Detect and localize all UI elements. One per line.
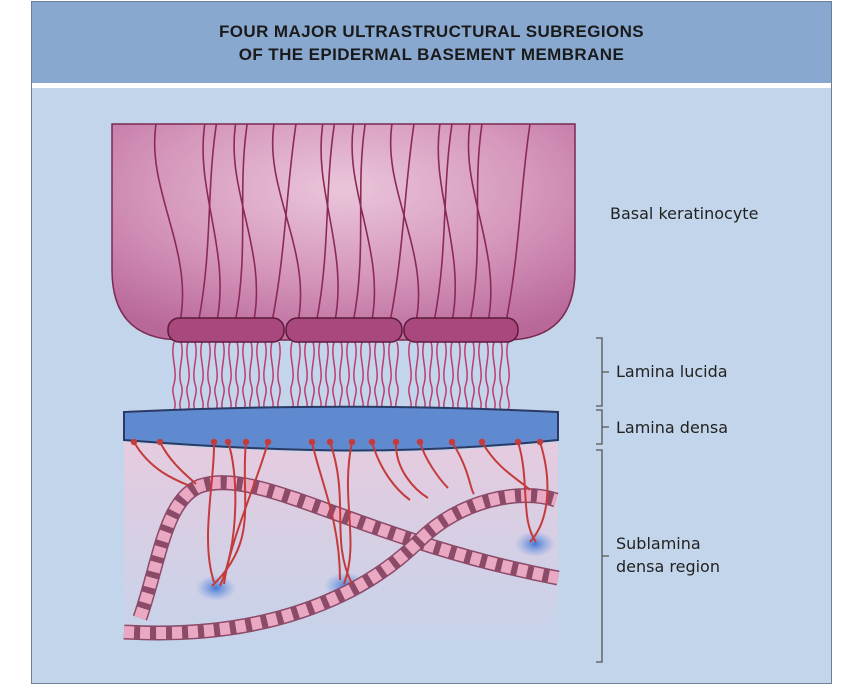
anchoring-filament [429, 341, 433, 411]
anchoring-filament [290, 341, 294, 411]
keratin-filament [505, 123, 531, 323]
title-line-2: OF THE EPIDERMAL BASEMENT MEMBRANE [238, 44, 625, 64]
anchoring-fibrils [133, 441, 549, 587]
anchoring-filament [270, 341, 274, 411]
anchoring-filament [367, 341, 371, 411]
anchoring-filament [214, 341, 218, 411]
anchoring-filament [318, 341, 322, 411]
keratin-filament [271, 123, 297, 323]
keratin-filament [271, 123, 302, 323]
keratin-filament [197, 123, 218, 323]
collagen-fibers [123, 475, 560, 641]
keratin-filament [437, 123, 456, 323]
title-banner: FOUR MAJOR ULTRASTRUCTURAL SUBREGIONS OF… [32, 2, 831, 88]
anchoring-filament [221, 341, 225, 411]
keratin-filament [389, 123, 420, 323]
anchoring-filament [179, 341, 183, 411]
anchoring-filament [235, 341, 239, 411]
anchoring-filament [346, 341, 350, 411]
anchoring-filament [193, 341, 197, 411]
lamina-densa-band [123, 405, 559, 452]
anchoring-filament [395, 341, 399, 411]
anchoring-filament [381, 341, 385, 411]
keratin-filament [233, 123, 258, 323]
anchoring-filament [492, 341, 496, 411]
anchoring-fibril-ends [130, 438, 544, 446]
anchoring-filament [242, 341, 246, 411]
anchoring-filament [499, 341, 503, 411]
anchoring-filaments [172, 341, 510, 411]
bracket-lamina-densa [596, 409, 609, 445]
anchoring-filament [353, 341, 357, 411]
keratin-filament [467, 123, 492, 323]
anchoring-plaque-3 [515, 531, 555, 557]
anchoring-filament [256, 341, 260, 411]
hemidesmosome-3 [403, 317, 519, 343]
keratin-filament [469, 123, 483, 323]
anchoring-filament [422, 341, 426, 411]
keratin-filament [234, 123, 248, 323]
label-sublamina-line-2: densa region [616, 557, 720, 576]
anchoring-filament [436, 341, 440, 411]
keratin-filaments [153, 123, 531, 323]
label-sublamina-line-1: Sublamina [616, 534, 701, 553]
keratin-filament [433, 123, 453, 323]
keratin-filament [389, 123, 415, 323]
anchoring-filament [339, 341, 343, 411]
hemidesmosome-2 [285, 317, 403, 343]
anchoring-filament [263, 341, 267, 411]
collagen-fiber-1 [134, 476, 560, 620]
anchoring-filament [172, 341, 176, 411]
anchoring-filament [415, 341, 419, 411]
bracket-sublamina [596, 449, 609, 663]
anchoring-filament [471, 341, 475, 411]
anchoring-filament [408, 341, 412, 411]
region-brackets [596, 337, 609, 663]
anchoring-filament [374, 341, 378, 411]
anchoring-filament [297, 341, 301, 411]
anchoring-filament [186, 341, 190, 411]
anchoring-filament [200, 341, 204, 411]
anchoring-filament [360, 341, 364, 411]
keratin-filament [153, 123, 184, 323]
anchoring-plaque-1 [196, 575, 236, 601]
anchoring-filament [249, 341, 253, 411]
anchoring-filament [478, 341, 482, 411]
collagen-fiber-2 [123, 489, 558, 639]
hemidesmosome-1 [167, 317, 285, 343]
keratin-filament [320, 123, 339, 323]
anchoring-filament [277, 341, 281, 411]
keratin-filament [351, 123, 376, 323]
label-lamina-densa: Lamina densa [616, 418, 729, 437]
anchoring-filament [506, 341, 510, 411]
label-basal-keratinocyte: Basal keratinocyte [610, 204, 759, 223]
title-line-1: FOUR MAJOR ULTRASTRUCTURAL SUBREGIONS [219, 21, 644, 41]
anchoring-filament [207, 341, 211, 411]
anchoring-filament [443, 341, 447, 411]
anchoring-filament [457, 341, 461, 411]
anchoring-filament [485, 341, 489, 411]
anchoring-filament [325, 341, 329, 411]
keratin-filament [315, 123, 336, 323]
anchoring-filament [464, 341, 468, 411]
anchoring-filament [388, 341, 392, 411]
anchoring-filament [228, 341, 232, 411]
keratin-filament [352, 123, 366, 323]
anchoring-filament [304, 341, 308, 411]
label-lamina-lucida: Lamina lucida [616, 362, 728, 381]
anchoring-filament [450, 341, 454, 411]
keratin-filament [202, 123, 221, 323]
bracket-lamina-lucida [596, 337, 609, 407]
anchoring-filament [332, 341, 336, 411]
anchoring-filament [311, 341, 315, 411]
